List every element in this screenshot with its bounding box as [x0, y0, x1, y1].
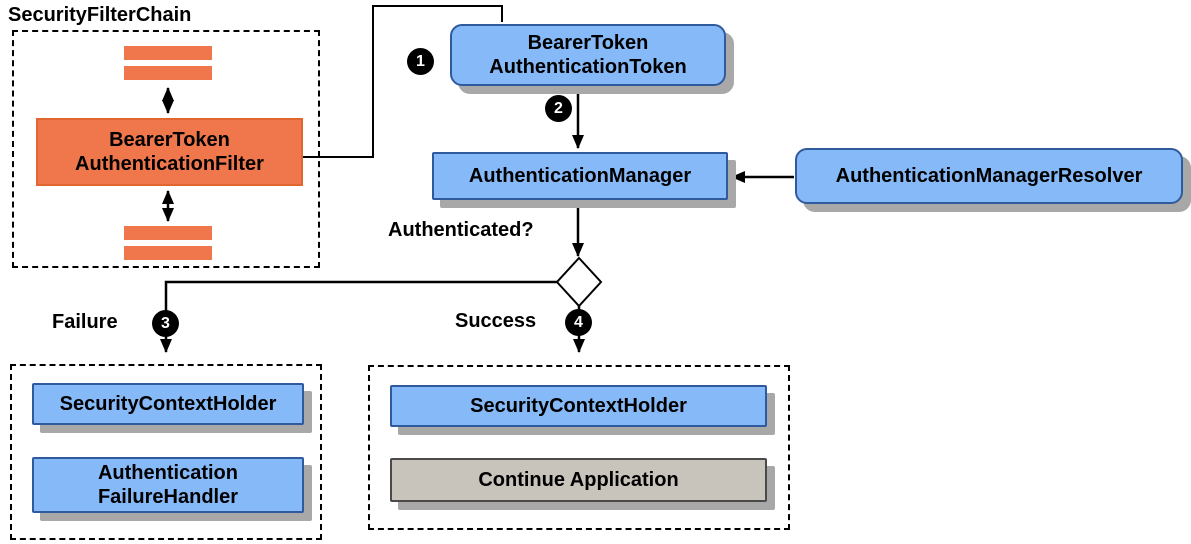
success-label: Success — [455, 310, 537, 332]
decision-diamond — [555, 256, 603, 308]
filter-to-token-connector — [300, 5, 503, 158]
failure-label: Failure — [52, 311, 118, 333]
authentication-manager-resolver-node: AuthenticationManagerResolver — [795, 148, 1183, 204]
security-filter-chain-title: SecurityFilterChain — [8, 4, 192, 26]
filter-bar-top-2 — [124, 66, 212, 80]
bearer-token-authentication-token-node: BearerToken AuthenticationToken — [450, 24, 726, 86]
step-1-badge: 1 — [407, 48, 434, 75]
security-context-holder-failure-node: SecurityContextHolder — [32, 383, 304, 425]
security-filter-chain-box — [12, 30, 320, 268]
bearer-token-authentication-filter-node: BearerToken AuthenticationFilter — [36, 118, 303, 186]
success-group-box — [368, 365, 790, 530]
step-2-badge: 2 — [545, 95, 572, 122]
step-4-badge: 4 — [565, 309, 592, 336]
security-context-holder-success-node: SecurityContextHolder — [390, 385, 767, 427]
filter-bar-bottom-1 — [124, 226, 212, 240]
authentication-failure-handler-node: Authentication FailureHandler — [32, 457, 304, 513]
filter-bar-bottom-2 — [124, 246, 212, 260]
authentication-manager-node: AuthenticationManager — [432, 152, 728, 200]
continue-application-node: Continue Application — [390, 458, 767, 502]
step-3-badge: 3 — [152, 310, 179, 337]
filter-bar-top-1 — [124, 46, 212, 60]
failure-group-box — [10, 364, 322, 540]
authenticated-question-label: Authenticated? — [388, 219, 534, 241]
